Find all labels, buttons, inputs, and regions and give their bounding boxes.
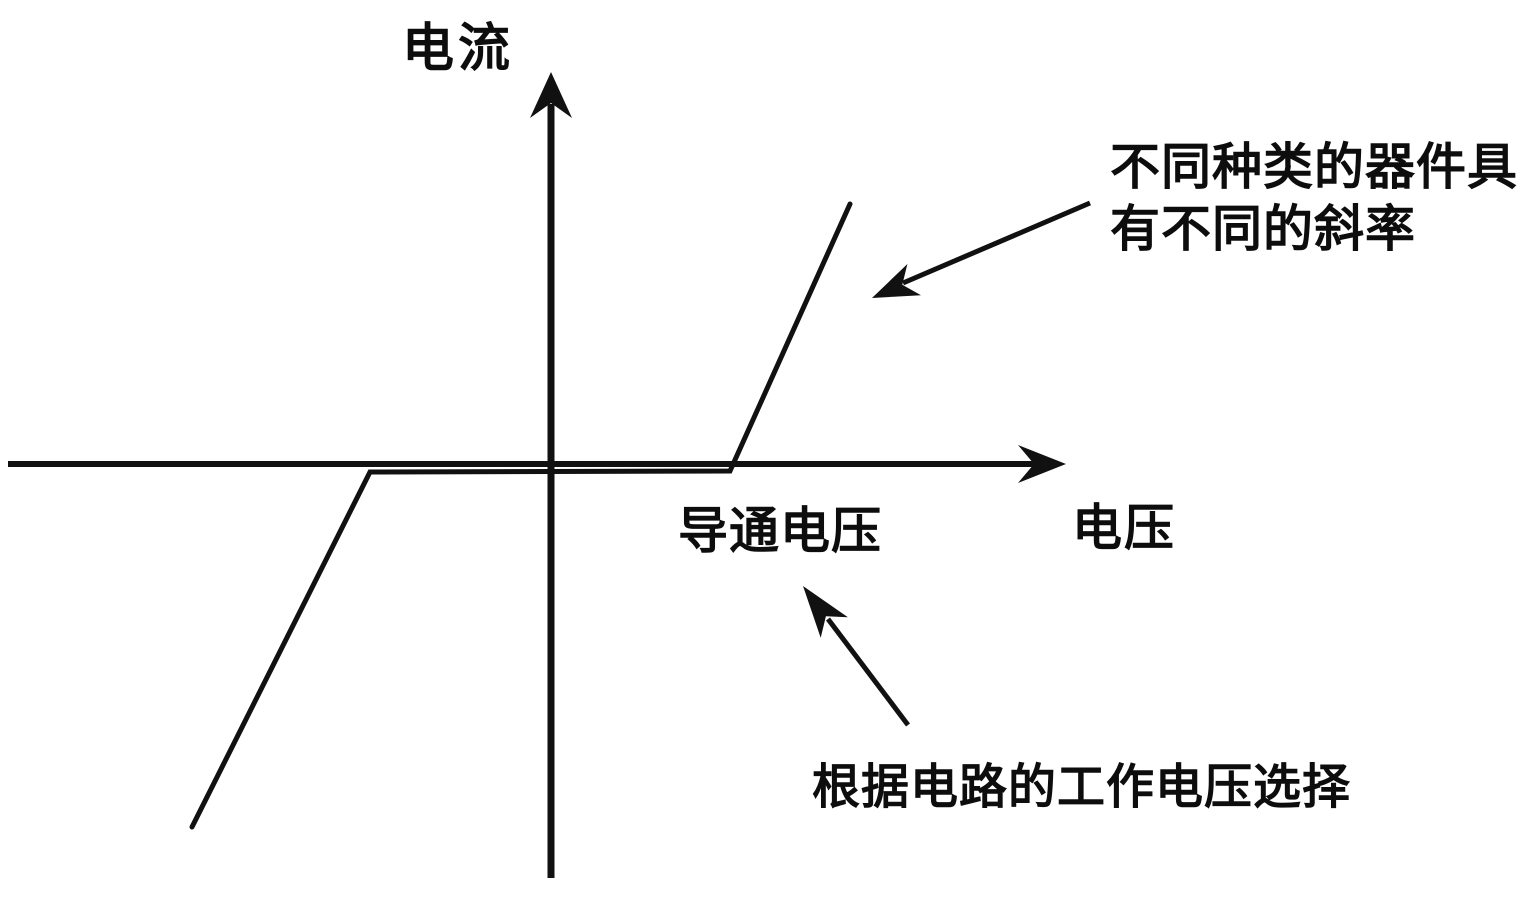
slope-note-arrowhead-icon — [872, 264, 921, 298]
slope-annotation-line2: 有不同的斜率 — [1110, 201, 1416, 257]
slope-annotation-line1: 不同种类的器件具 — [1110, 139, 1518, 195]
iv-characteristic-curve — [189, 201, 853, 830]
selection-note-arrow-line — [826, 617, 910, 727]
y-axis-label: 电流 — [402, 20, 515, 78]
slope-annotation: 不同种类的器件具 有不同的斜率 — [1110, 136, 1518, 260]
x-axis-label: 电压 — [1072, 500, 1176, 556]
slope-note-arrow-line — [902, 200, 1091, 286]
x-axis-arrowhead-icon — [1018, 445, 1066, 483]
turn-on-voltage-label: 导通电压 — [678, 503, 882, 559]
selection-note-arrowhead-icon — [803, 586, 848, 638]
selection-annotation: 根据电路的工作电压选择 — [812, 761, 1352, 814]
y-axis-arrowhead-icon — [530, 72, 572, 118]
